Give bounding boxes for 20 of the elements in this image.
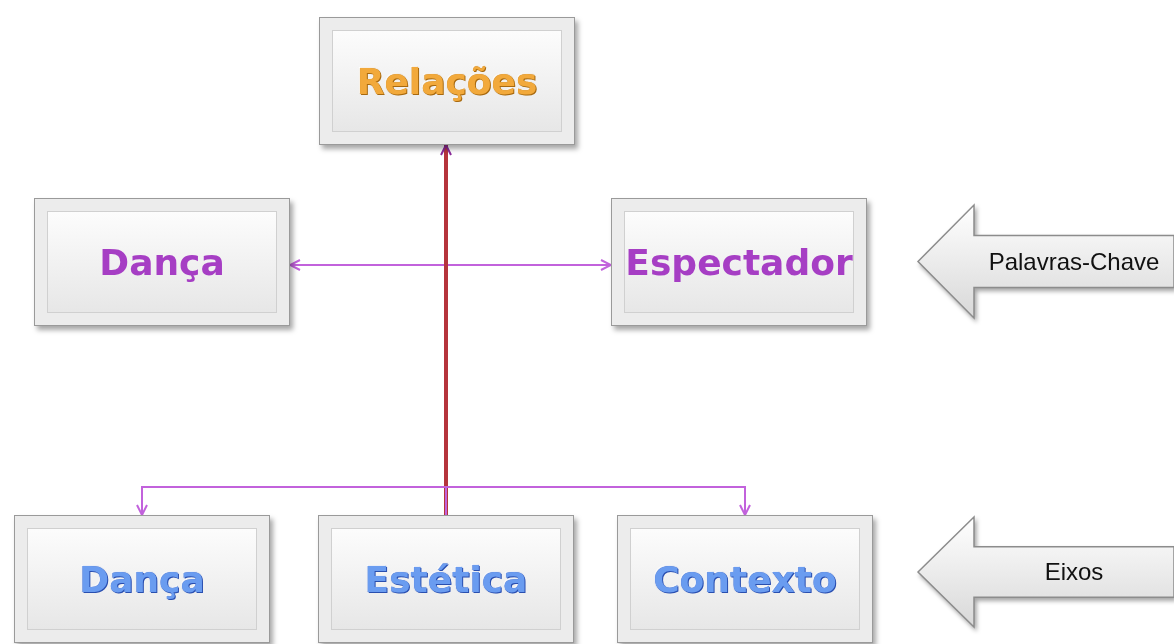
box-title: Espectador [625,241,853,283]
arrow [445,486,751,516]
tag-label: Palavras-Chave [988,247,1160,276]
bevel-box [318,515,574,643]
arrow [289,259,612,271]
arrow [440,144,452,515]
bevel-box [34,198,290,326]
arrow-tag-shape [918,205,1174,318]
box-title: Dança [79,558,205,600]
box-title: Dança [99,241,225,283]
box-title: Estética [364,558,528,600]
bevel-box [14,515,270,643]
tag-label: Eixos [1044,558,1104,586]
arrow [136,486,447,516]
box-title: Contexto [653,558,837,600]
bevel-box [617,515,873,643]
bevel-box [611,198,867,326]
bevel-box [319,17,575,145]
box-title: Relações [356,60,538,102]
arrow-tag-shape [918,517,1174,627]
